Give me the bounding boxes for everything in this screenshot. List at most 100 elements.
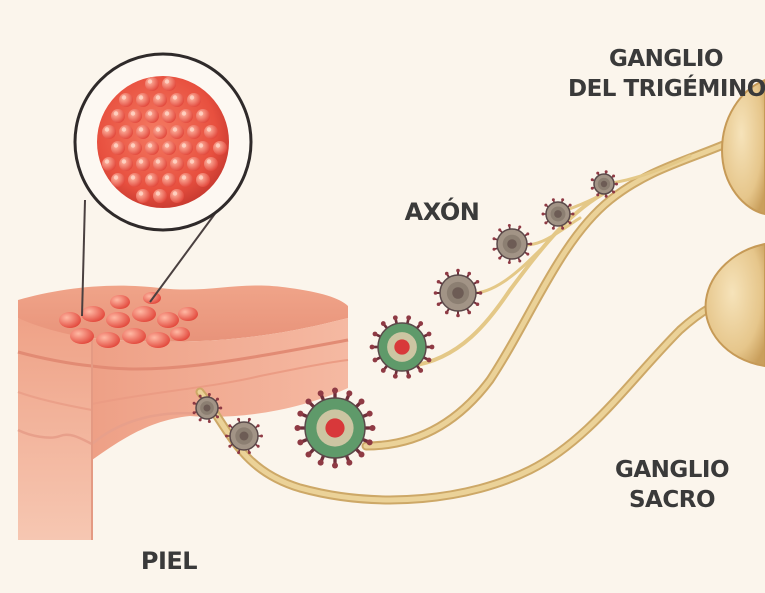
blister-highlight — [131, 175, 135, 179]
sacral-label-line-2: SACRO — [602, 485, 742, 515]
virus-spike-tip — [248, 418, 251, 421]
blister-highlight — [199, 143, 203, 147]
virus-spike-tip — [445, 311, 449, 315]
virus-spike-tip — [373, 358, 378, 363]
blister-highlight — [173, 159, 177, 163]
magnified-lesion-blister — [162, 77, 176, 91]
virus-spike-tip — [493, 248, 496, 251]
virus-spike-tip — [367, 411, 373, 417]
virus-spike-tip — [406, 315, 411, 320]
virus-spike-tip — [199, 395, 202, 398]
blister-highlight — [165, 175, 169, 179]
magnified-lesion-blister — [213, 141, 227, 155]
magnified-lesion-blister — [196, 173, 210, 187]
virus-spike-tip — [508, 261, 511, 264]
blister-highlight — [165, 143, 169, 147]
blister-highlight — [182, 175, 186, 179]
lesion-blister — [70, 328, 94, 344]
virus-spike-tip — [406, 374, 411, 379]
virus-spike-tip — [467, 272, 471, 276]
magnified-lesion-blister — [162, 109, 176, 123]
magnified-lesion-blister — [153, 157, 167, 171]
blister-highlight — [148, 143, 152, 147]
virus-spike-tip — [476, 280, 480, 284]
blister-highlight — [199, 175, 203, 179]
magnified-lesion-blister — [170, 93, 184, 107]
virus-spike-tip — [456, 269, 460, 273]
virus-spike-tip — [219, 407, 222, 410]
virus-spike-tip — [228, 445, 231, 448]
virus-spike-tip — [318, 460, 324, 466]
blister-highlight — [139, 127, 143, 131]
virus-spike-tip — [572, 213, 575, 216]
virus-spike-tip — [605, 170, 608, 173]
virus-spike-tip — [437, 302, 441, 306]
skin-front-face — [18, 318, 92, 540]
magnified-lesion-blister — [187, 157, 201, 171]
virus-capsid — [452, 287, 464, 299]
magnified-lesion-blister — [111, 109, 125, 123]
blister-highlight — [114, 175, 118, 179]
blister-highlight — [216, 143, 220, 147]
magnified-lesion-blister — [111, 141, 125, 155]
magnified-lesion-blister — [145, 173, 159, 187]
magnified-lesion-blister — [196, 141, 210, 155]
magnified-lesion-blister — [187, 93, 201, 107]
virus-spike-tip — [430, 345, 435, 350]
magnified-lesion-blister — [128, 141, 142, 155]
lesion-blister — [106, 312, 130, 328]
blister-highlight — [173, 95, 177, 99]
virus-capsid — [554, 210, 562, 218]
virus-spike-tip — [381, 321, 386, 326]
virus-spike-tip — [544, 204, 547, 207]
lesion-blister — [81, 306, 105, 322]
virus-spike-tip — [542, 213, 545, 216]
lesion-blister — [122, 328, 146, 344]
magnified-lesion-blister — [170, 189, 184, 203]
magnified-lesion-blister — [111, 173, 125, 187]
blister-highlight — [131, 143, 135, 147]
magnified-lesion-blister — [136, 189, 150, 203]
trigeminal-label-line-1: GANGLIO — [568, 44, 764, 74]
virus-capsid — [325, 418, 344, 437]
virus-spike-tip — [437, 280, 441, 284]
herpes-virus-particle-icon — [493, 224, 533, 264]
virus-spike-tip — [434, 291, 438, 295]
sacral-ganglion-label: GANGLIO SACRO — [602, 455, 742, 515]
virus-spike-tip — [479, 291, 483, 295]
virus-spike-tip — [427, 332, 432, 337]
virus-spike-tip — [193, 402, 196, 405]
blister-highlight — [122, 127, 126, 131]
virus-spike-tip — [552, 227, 555, 230]
virus-spike-tip — [216, 415, 219, 418]
lesion-blister — [96, 332, 120, 348]
magnified-lesion-blister — [179, 141, 193, 155]
trigeminal-nerve-fiber — [366, 140, 735, 446]
magnified-lesion-blister — [145, 141, 159, 155]
virus-spike-tip — [257, 445, 260, 448]
blister-highlight — [190, 159, 194, 163]
virus-spike-tip — [498, 228, 501, 231]
virus-capsid — [394, 339, 409, 354]
virus-spike-tip — [193, 411, 196, 414]
virus-spike-tip — [208, 420, 211, 423]
blister-highlight — [173, 127, 177, 131]
sacral-label-line-1: GANGLIO — [602, 455, 742, 485]
magnified-lesion-blister — [136, 93, 150, 107]
herpes-virus-particle-icon — [434, 269, 483, 318]
blister-highlight — [114, 143, 118, 147]
ganglion-neuron-icon — [706, 244, 765, 366]
virus-spike-tip — [208, 393, 211, 396]
virus-spike-tip — [367, 439, 373, 445]
virus-spike-tip — [615, 183, 618, 186]
virus-spike-tip — [591, 178, 594, 181]
blister-highlight — [122, 159, 126, 163]
trigeminal-label-line-2: DEL TRIGÉMINO — [568, 74, 764, 104]
virus-spike-tip — [260, 435, 263, 438]
virus-capsid — [240, 432, 249, 441]
blister-highlight — [105, 159, 109, 163]
virus-spike-tip — [248, 451, 251, 454]
virus-spike-tip — [529, 243, 532, 246]
magnified-lesion-blister — [119, 157, 133, 171]
